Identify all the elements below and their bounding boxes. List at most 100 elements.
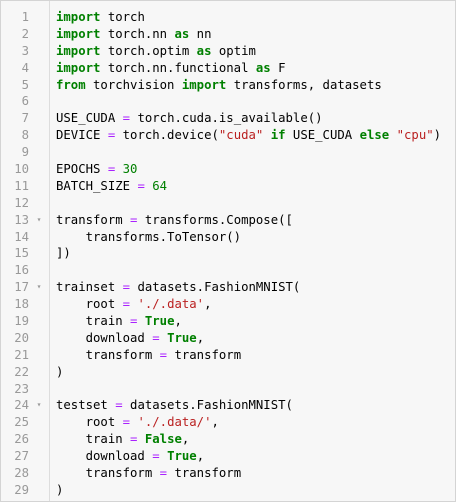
- code-line[interactable]: 11 BATCH_SIZE = 64: [1, 178, 455, 195]
- line-number: 5: [21, 77, 29, 92]
- code-token: transform: [56, 466, 160, 481]
- code-text: root = './.data',: [56, 296, 212, 313]
- code-token: import: [56, 26, 101, 41]
- code-token: torch.optim: [100, 43, 197, 58]
- code-token: download: [56, 330, 153, 345]
- line-number: 11: [14, 178, 29, 193]
- code-line[interactable]: 17 ▾ trainset = datasets.FashionMNIST(: [1, 279, 455, 296]
- code-text: download = True,: [56, 448, 204, 465]
- code-line[interactable]: 6: [1, 93, 455, 110]
- code-line[interactable]: 4 import torch.nn.functional as F: [1, 60, 455, 77]
- code-token: =: [122, 297, 131, 312]
- code-token: =: [122, 111, 131, 126]
- code-line[interactable]: 19 train = True,: [1, 313, 455, 330]
- code-text: trainset = datasets.FashionMNIST(: [56, 279, 300, 296]
- line-number: 16: [14, 263, 29, 278]
- code-token: torch.cuda.is_available(): [130, 111, 323, 126]
- code-text: from torchvision import transforms, data…: [56, 77, 382, 94]
- code-token: =: [130, 314, 138, 329]
- fold-arrow-icon[interactable]: ▾: [36, 282, 42, 292]
- code-text: DEVICE = torch.device("cuda" if USE_CUDA…: [56, 127, 441, 144]
- code-token: './.data/': [137, 415, 212, 430]
- code-line[interactable]: 5 from torchvision import transforms, dat…: [1, 77, 455, 94]
- code-text: import torch: [56, 9, 145, 26]
- code-token: torch.device(: [115, 128, 219, 143]
- code-line[interactable]: 13▾transform = transforms.Compose([: [1, 212, 455, 229]
- code-token: F: [270, 60, 286, 75]
- code-token: =: [107, 162, 116, 177]
- code-token: "cuda": [218, 128, 264, 143]
- code-token: ): [56, 482, 64, 497]
- code-token: =: [122, 415, 131, 430]
- code-text: train = False,: [56, 431, 190, 448]
- code-token: ,: [174, 314, 182, 329]
- line-number: 25: [14, 415, 29, 430]
- line-number: 7: [21, 111, 29, 126]
- line-number: 28: [14, 466, 29, 481]
- code-token: =: [152, 449, 160, 464]
- code-text: import torch.nn.functional as F: [56, 60, 286, 77]
- line-number: 17: [14, 280, 29, 295]
- code-line[interactable]: 18 root = './.data',: [1, 296, 455, 313]
- code-text: transform = transforms.Compose([: [56, 212, 293, 229]
- code-token: as: [174, 26, 190, 41]
- code-text: transform = transform: [56, 347, 242, 364]
- code-line[interactable]: 27 download = True,: [1, 448, 455, 465]
- code-token: if: [270, 128, 286, 143]
- code-token: DEVICE: [56, 128, 108, 143]
- code-line[interactable]: 16: [1, 262, 455, 279]
- code-line[interactable]: 29): [1, 482, 455, 499]
- code-line[interactable]: 28 transform = transform: [1, 465, 455, 482]
- code-line[interactable]: 9: [1, 144, 455, 161]
- code-token: datasets.FashionMNIST(: [122, 398, 293, 413]
- code-line[interactable]: 20 download = True,: [1, 330, 455, 347]
- code-token: [137, 314, 144, 328]
- code-line[interactable]: 15]): [1, 245, 455, 262]
- code-token: transforms.Compose([: [137, 212, 293, 227]
- line-number: 4: [21, 60, 29, 75]
- code-token: as: [196, 43, 212, 58]
- code-line[interactable]: 1 import torch: [1, 9, 455, 26]
- code-line[interactable]: 8 DEVICE = torch.device("cuda" if USE_CUD…: [1, 127, 455, 144]
- code-token: =: [159, 466, 168, 481]
- code-line[interactable]: 25 root = './.data/',: [1, 414, 455, 431]
- code-token: datasets.FashionMNIST(: [130, 280, 301, 295]
- code-line[interactable]: 12: [1, 195, 455, 212]
- line-number: 2: [21, 26, 29, 41]
- line-number: 1: [21, 10, 29, 24]
- code-token: transform: [56, 347, 160, 362]
- line-number: 8: [21, 128, 29, 143]
- code-area[interactable]: [50, 1, 455, 501]
- fold-arrow-icon[interactable]: ▾: [36, 214, 42, 224]
- code-token: ): [56, 364, 64, 379]
- code-line[interactable]: 14 transforms.ToTensor(): [1, 229, 455, 246]
- code-token: True: [167, 449, 197, 464]
- code-token: import: [181, 77, 227, 92]
- code-line[interactable]: 26 train = False,: [1, 431, 455, 448]
- code-token: torch: [100, 10, 145, 24]
- line-number: 23: [14, 381, 29, 396]
- code-token: else: [359, 128, 390, 143]
- line-number: 27: [14, 449, 29, 464]
- code-line[interactable]: 23: [1, 381, 455, 398]
- code-token: 64: [152, 178, 168, 193]
- code-token: True: [167, 330, 197, 345]
- code-token: [389, 128, 396, 142]
- code-token: =: [152, 330, 160, 345]
- line-number: 21: [14, 347, 29, 362]
- code-line[interactable]: 21 transform = transform: [1, 347, 455, 364]
- code-line[interactable]: 22): [1, 364, 455, 381]
- code-token: './.data': [137, 297, 205, 312]
- code-token: torchvision: [85, 77, 182, 92]
- fold-arrow-icon[interactable]: ▾: [36, 400, 42, 410]
- code-text: ): [56, 364, 63, 381]
- code-text: BATCH_SIZE = 64: [56, 178, 167, 195]
- code-line[interactable]: 24▾testset = datasets.FashionMNIST(: [1, 397, 455, 414]
- code-token: ,: [196, 330, 205, 345]
